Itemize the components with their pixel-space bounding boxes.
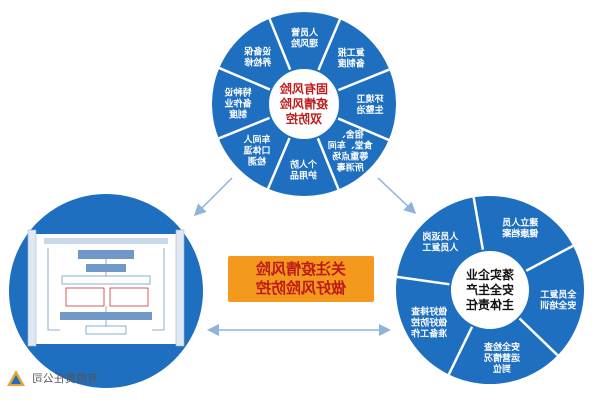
top-wheel-divider [266, 136, 292, 190]
top-wheel-segment-label: 复工报备制度 [337, 46, 366, 69]
top-wheel-segment-label: 车间人口体温检测 [242, 133, 270, 167]
flowchart-node-4b [109, 287, 149, 307]
company-logo-icon [7, 370, 25, 386]
company-name: 有限责任公司 [32, 372, 98, 385]
top-wheel-segment-label: 个人防护用品 [290, 159, 318, 182]
top-wheel-divider [336, 68, 390, 92]
right-wheel-segment-label: 人员返岗人员复工 [422, 231, 459, 254]
flowchart-link-right-loop [152, 248, 165, 331]
flowchart-top-band [44, 238, 168, 244]
right-wheel-center-label: 落实企业安全生产主体责任 [466, 267, 514, 312]
flowchart-node-2 [86, 264, 126, 272]
right-wheel-divider [517, 316, 559, 357]
flowchart-node-4a [65, 287, 105, 307]
flowchart-side-bar-right [175, 229, 185, 347]
arrow-top-to-right [377, 177, 417, 215]
arrow-top-to-left [193, 177, 233, 217]
top-wheel-divider [218, 116, 272, 140]
process-flowchart-circle [9, 194, 203, 388]
flowchart-node-5 [60, 312, 152, 320]
flowchart-link-left-loop [47, 248, 60, 331]
top-risk-wheel: 人员管理风险复工报备制度环境卫生整治宿舍、食堂、车间等重点场所消毒个人防护用品车… [212, 12, 396, 196]
top-wheel-center-label: 固有风险疫情风险双防控 [279, 81, 328, 126]
right-wheel-segment-label: 全员复工安全培训 [540, 288, 577, 311]
flowchart-node-6 [85, 325, 127, 335]
footer-company: 有限责任公司 [6, 366, 176, 390]
top-wheel-segment-label: 环境卫生整治 [356, 93, 383, 116]
banner-line-2: 做好风险防控 [255, 279, 346, 297]
top-wheel-divider [316, 18, 342, 72]
top-wheel-divider [218, 66, 272, 92]
top-wheel-divider [316, 136, 340, 190]
top-wheel-center-circle [267, 67, 341, 141]
top-wheel-segment-label: 特种设备作业制度 [224, 87, 253, 121]
top-wheel-segment-label: 宿舍、食堂、车间等重点场所消毒 [328, 129, 374, 174]
center-banner: 关注疫情风险 做好风险防控 [228, 256, 374, 302]
right-wheel-divider [447, 325, 474, 376]
right-wheel-segment-label: 安全检查运营情况到位 [483, 341, 520, 375]
banner-line-1: 关注疫情风险 [255, 260, 346, 278]
top-wheel-divider [268, 18, 292, 72]
top-wheel-segment-label: 人员管理风险 [290, 27, 319, 50]
right-wheel-segment-label: 建立人员健康档案 [501, 217, 538, 240]
right-wheel-segment-label: 做好排查做好防控准备工作 [410, 306, 448, 340]
flowchart-node-1 [78, 250, 134, 259]
flowchart-node-3 [61, 275, 151, 285]
right-wheel-center-circle [449, 249, 531, 331]
right-wheel-divider [524, 244, 574, 273]
right-wheel-divider [396, 275, 451, 286]
top-wheel-divider [336, 116, 390, 142]
right-wheel-divider [472, 197, 485, 251]
top-wheel-segment-label: 设备保养检修 [243, 46, 272, 69]
flowchart-side-bar-left [27, 229, 37, 347]
